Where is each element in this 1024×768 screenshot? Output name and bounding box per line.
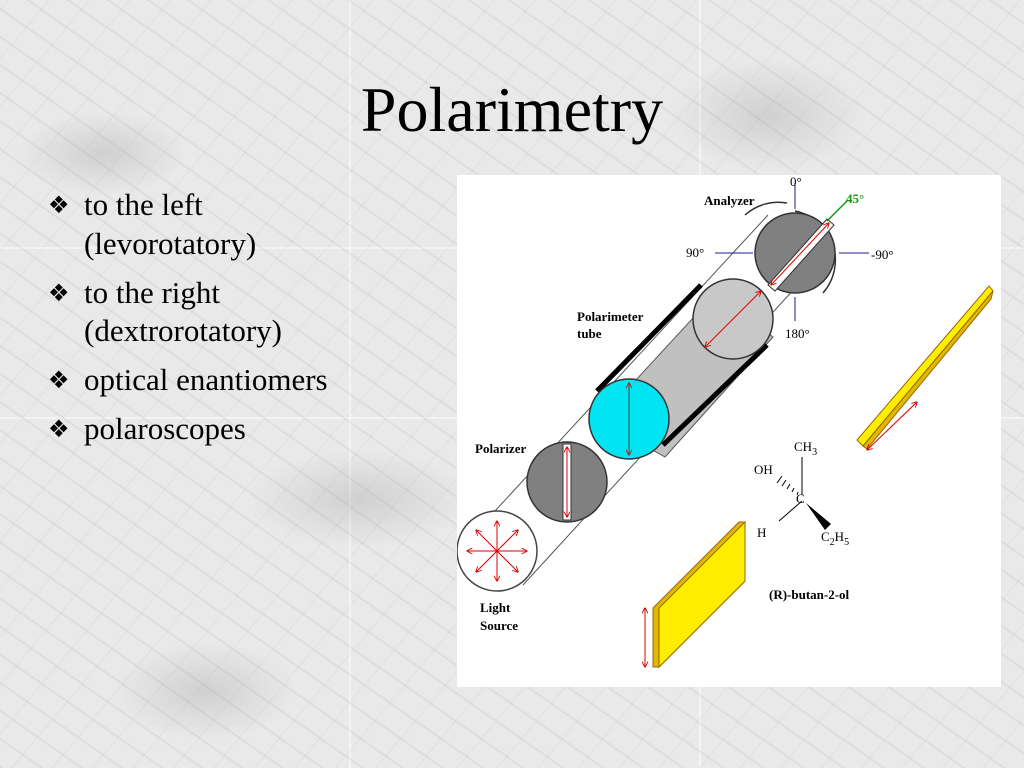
bullet-item: ❖ optical enantiomers [48,361,388,400]
bullet-item: ❖ polaroscopes [48,410,388,449]
light-source-label-line1: Light [480,600,511,615]
diamond-bullet-icon: ❖ [48,414,70,443]
light-source-disc [457,510,538,592]
chiral-carbon: C [796,491,805,506]
upright-plate [645,520,746,669]
molecule-structure: CH3 OH C H C2H5 (R)-butan-2-ol [754,439,850,602]
tube-label-line2: tube [577,326,602,341]
axis-45 [826,200,848,222]
tube-wall-bottom [661,343,769,447]
bullet-text: polaroscopes [84,410,246,446]
bullet-item: ❖ to the left (levorotatory) [48,186,388,264]
slide-title: Polarimetry [360,74,664,145]
analyzer-disc [715,183,869,321]
bullet-text: to the right (dextrorotatory) [84,274,282,349]
angle-90-label: 90° [686,245,704,260]
rotated-plate [856,285,994,450]
ethyl-group: C2H5 [821,529,849,548]
polarimeter-svg: Analyzer 0° 45° 90° -90° 180° Polarimete… [457,175,994,669]
angle-45-label: 45° [846,191,864,206]
light-source-label-line2: Source [480,618,518,633]
polarizer-label: Polarizer [475,441,526,456]
molecule-name-label: (R)-butan-2-ol [769,587,850,602]
beam-edge-top [470,214,769,538]
diamond-bullet-icon: ❖ [48,278,70,307]
angle-minus-90-label: -90° [871,247,894,262]
bullet-item: ❖ to the right (dextrorotatory) [48,274,388,352]
polarimeter-diagram: Analyzer 0° 45° 90° -90° 180° Polarimete… [457,175,1001,687]
hydrogen-atom: H [757,525,766,540]
tube-end-disc [692,278,774,360]
sample-disc [588,378,670,460]
diamond-bullet-icon: ❖ [48,191,70,219]
diamond-bullet-icon: ❖ [48,366,70,394]
oh-group: OH [754,462,773,477]
bullet-text: optical enantiomers [84,362,328,397]
tube-wall-top [595,283,703,393]
ch3-group: CH3 [794,439,817,458]
analyzer-label: Analyzer [704,193,755,208]
bullet-text: to the left (levorotatory) [84,187,257,261]
angle-0-label: 0° [790,175,802,189]
tube-label-line1: Polarimeter [577,309,644,324]
polarizer-disc [526,441,608,523]
angle-180-label: 180° [785,326,810,341]
bullet-list: ❖ to the left (levorotatory) ❖ to the ri… [48,186,388,459]
